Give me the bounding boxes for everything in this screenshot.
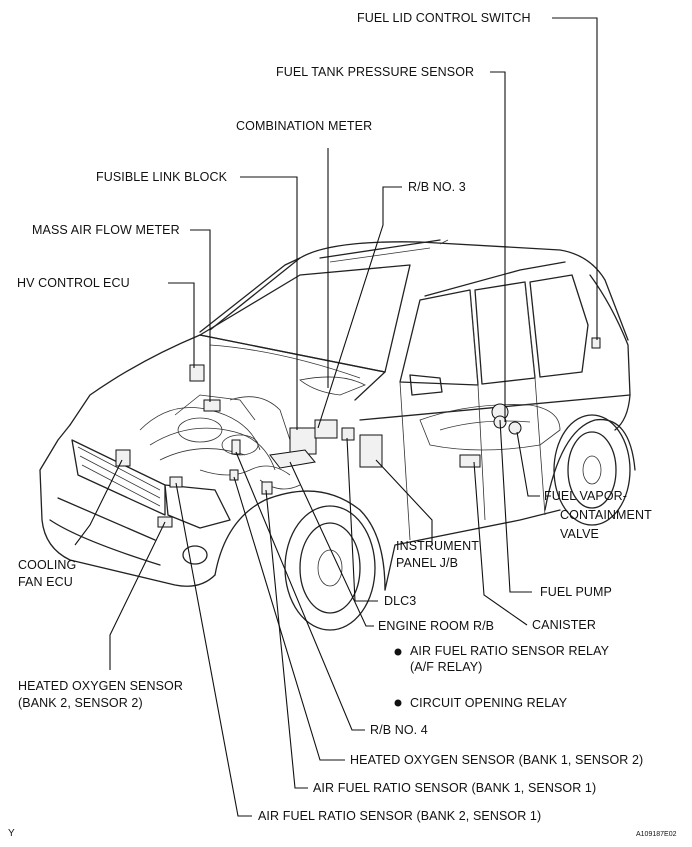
- fuel-lid-control-switch-marker: [591, 337, 601, 349]
- figure-id: A109187E02: [636, 831, 677, 838]
- label-af-sensor-b1s1: AIR FUEL RATIO SENSOR (BANK 1, SENSOR 1): [313, 781, 596, 795]
- label-instrument-panel-line1: INSTRUMENT: [396, 539, 479, 553]
- label-fuel-vapor-line3: VALVE: [560, 527, 599, 541]
- label-hv-control-ecu: HV CONTROL ECU: [17, 276, 130, 290]
- engine-room-rb-marker: [269, 449, 316, 469]
- label-rb-no4: R/B NO. 4: [370, 723, 428, 737]
- rb-no4-marker: [231, 439, 241, 455]
- label-rb-no3: R/B NO. 3: [408, 180, 466, 194]
- fuel-vapor-containment-valve-marker: [508, 421, 522, 435]
- label-fusible-link-block: FUSIBLE LINK BLOCK: [96, 170, 228, 184]
- label-fuel-lid-control-switch: FUEL LID CONTROL SWITCH: [357, 11, 531, 25]
- bullet-af-relay: [394, 648, 402, 656]
- label-fuel-pump: FUEL PUMP: [540, 585, 612, 599]
- label-circuit-opening-relay: CIRCUIT OPENING RELAY: [410, 696, 568, 710]
- label-af-relay-line2: (A/F RELAY): [410, 660, 482, 674]
- rb-no3-marker: [314, 419, 338, 439]
- af-sensor-b2s1-marker: [169, 476, 183, 488]
- af-sensor-b1s1-marker: [261, 481, 273, 495]
- heated-o2-b1s2-marker: [229, 469, 239, 481]
- labels: FUEL LID CONTROL SWITCH FUEL TANK PRESSU…: [8, 11, 677, 839]
- label-fuel-vapor-line1: FUEL VAPOR-: [544, 489, 627, 503]
- label-dlc3: DLC3: [384, 594, 416, 608]
- label-af-sensor-b2s1: AIR FUEL RATIO SENSOR (BANK 2, SENSOR 1): [258, 809, 541, 823]
- label-fuel-vapor-line2: CONTAINMENT: [560, 508, 652, 522]
- label-heated-o2-b2s2-line1: HEATED OXYGEN SENSOR: [18, 679, 183, 693]
- leader-lines: [74, 17, 598, 817]
- label-instrument-panel-line2: PANEL J/B: [396, 556, 458, 570]
- fusible-link-block-marker: [289, 427, 317, 455]
- cooling-fan-ecu-marker: [115, 449, 131, 467]
- label-fuel-tank-pressure-sensor: FUEL TANK PRESSURE SENSOR: [276, 65, 474, 79]
- label-engine-room-rb: ENGINE ROOM R/B: [378, 619, 494, 633]
- dlc3-marker: [341, 427, 355, 441]
- component-markers: [115, 337, 601, 528]
- label-heated-o2-b2s2-line2: (BANK 2, SENSOR 2): [18, 696, 143, 710]
- bullet-circuit-opening-relay: [394, 699, 402, 707]
- label-heated-o2-b1s2: HEATED OXYGEN SENSOR (BANK 1, SENSOR 2): [350, 753, 643, 767]
- hv-control-ecu-marker: [189, 364, 205, 382]
- label-cooling-line1: COOLING: [18, 558, 76, 572]
- canister-marker: [459, 454, 481, 468]
- label-mass-air-flow-meter: MASS AIR FLOW METER: [32, 223, 180, 237]
- vehicle-illustration: [39, 239, 636, 631]
- corner-mark: Y: [8, 828, 15, 839]
- mass-air-flow-meter-marker: [203, 399, 221, 412]
- label-canister: CANISTER: [532, 618, 596, 632]
- label-af-relay-line1: AIR FUEL RATIO SENSOR RELAY: [410, 644, 610, 658]
- instrument-panel-jb-marker: [359, 434, 383, 468]
- label-cooling-line2: FAN ECU: [18, 575, 73, 589]
- label-combination-meter: COMBINATION METER: [236, 119, 372, 133]
